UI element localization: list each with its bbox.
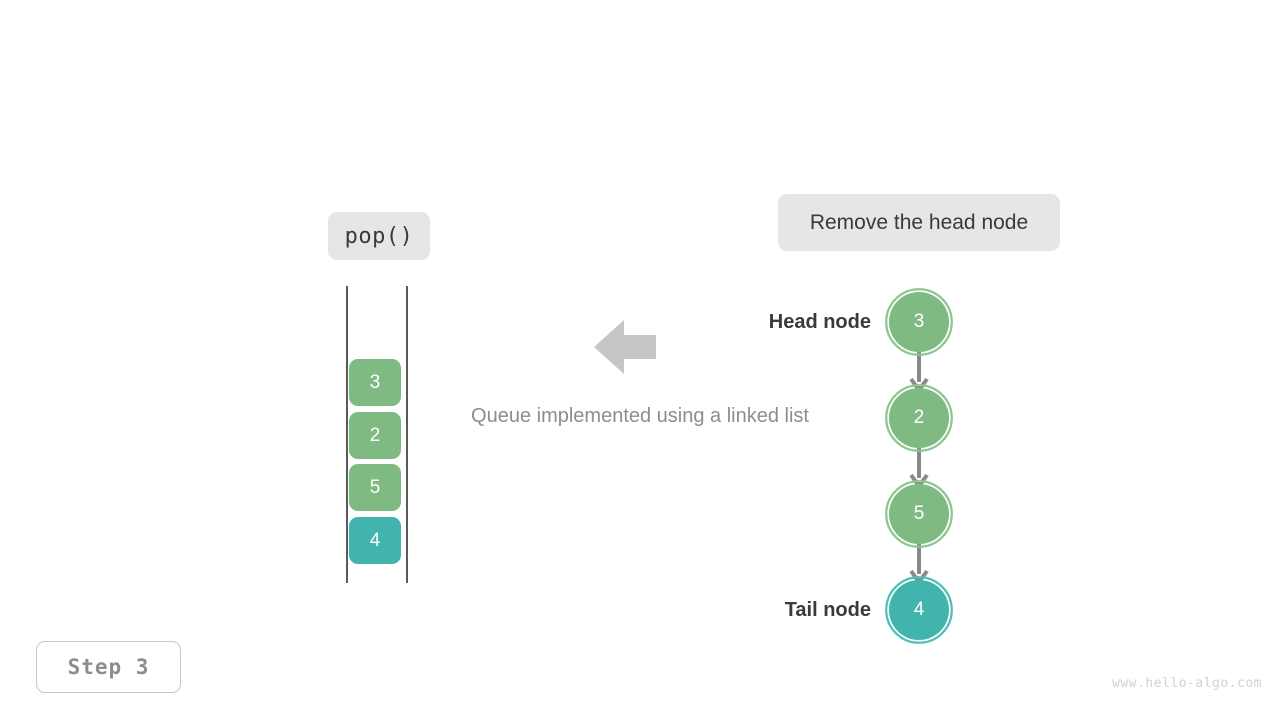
queue-cell: 3: [349, 359, 401, 406]
queue-rail-left: [346, 286, 348, 583]
node-ring: [885, 384, 953, 452]
queue-rail-right: [406, 286, 408, 583]
list-node: 4: [889, 580, 949, 640]
tail-node-label: Tail node: [784, 599, 871, 621]
head-node-label: Head node: [768, 311, 871, 333]
list-node: 5: [889, 484, 949, 544]
watermark: www.hello-algo.com: [1112, 676, 1262, 691]
node-ring: [885, 576, 953, 644]
queue-cell: 2: [349, 412, 401, 459]
list-node: 3: [889, 292, 949, 352]
node-ring: [885, 480, 953, 548]
node-ring: [885, 288, 953, 356]
left-arrow-icon: [594, 320, 656, 374]
structure-caption: Queue implemented using a linked list: [471, 405, 809, 427]
list-node: 2: [889, 388, 949, 448]
action-caption: Remove the head node: [778, 194, 1060, 251]
queue-cell: 4: [349, 517, 401, 564]
operation-label: pop(): [328, 212, 430, 260]
queue-cell: 5: [349, 464, 401, 511]
step-badge: Step 3: [36, 641, 181, 693]
